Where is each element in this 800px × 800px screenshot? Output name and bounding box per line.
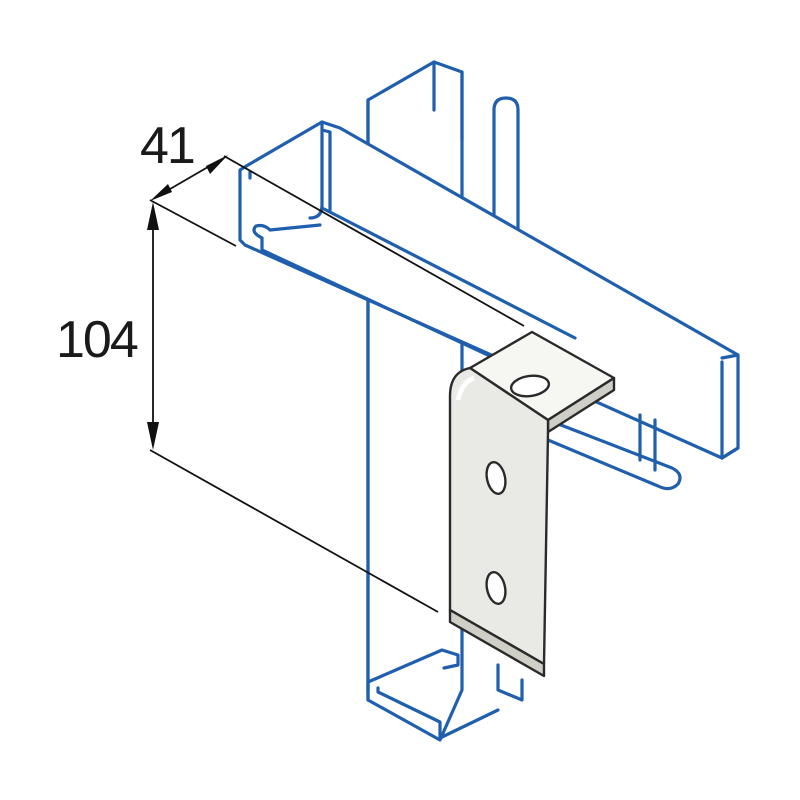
angle-bracket [448,330,616,678]
bracket-vertical-flange [448,366,550,666]
arrowhead-104-bottom [147,422,159,450]
dimension-annotations: 41 104 [56,117,525,613]
horizontal-channel-slot-upper [320,206,577,340]
horizontal-channel [238,120,740,491]
bracket-top-hole [509,374,551,398]
arrowhead-41-upper [206,155,228,174]
vertical-channel-bottom-profile [366,648,524,740]
dimension-label-41: 41 [140,117,194,175]
arrowhead-41-lower [150,184,172,201]
extension-line-top-back [223,155,525,327]
extension-line-bottom [149,449,439,613]
bracket-lower-hole [485,571,507,605]
dimension-label-104: 104 [56,311,138,369]
horizontal-channel-slot-lower [252,223,522,372]
vertical-channel-inner-lip [432,60,464,142]
horizontal-channel-end-profile [720,353,740,460]
horizontal-channel-top-lip [248,120,332,220]
bracket-bend-highlight [455,375,475,401]
arrowhead-104-top [147,202,159,230]
horizontal-channel-lower-rod [546,418,682,491]
vertical-channel-through-lines [638,413,657,472]
bracket-upper-hole [485,461,507,495]
bracket-bottom-edge [448,608,546,678]
extension-line-top-front [149,199,237,247]
